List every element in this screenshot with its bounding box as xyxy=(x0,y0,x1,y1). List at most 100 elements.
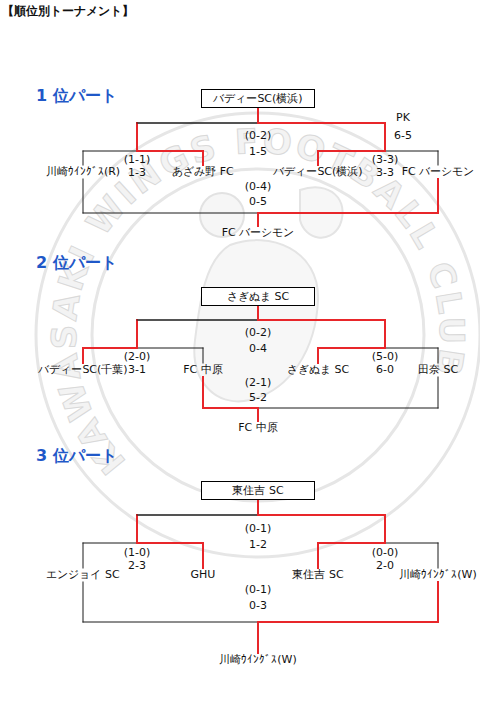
match-score: 3-1 xyxy=(92,363,182,376)
bracket-line xyxy=(83,543,137,544)
match-score: (2-1) xyxy=(213,376,303,389)
winner-path xyxy=(437,582,439,622)
team-name: FC 中原 xyxy=(153,363,253,377)
node-text: さぎぬま SC xyxy=(287,363,349,376)
winner-path xyxy=(257,500,259,515)
match-score: (0-2) xyxy=(213,129,303,142)
winner-path xyxy=(136,515,138,543)
bracket-line xyxy=(137,123,258,124)
bracket-line xyxy=(137,515,258,516)
winner-path xyxy=(318,150,385,152)
bracket-connector xyxy=(258,582,438,653)
team-name: さぎぬま SC xyxy=(268,363,368,377)
team-name: 川崎ｳｲﾝｸﾞｽ(W) xyxy=(388,568,480,582)
winner-path xyxy=(317,543,319,568)
match-score: 0-5 xyxy=(213,195,303,208)
node-text: FC 中原 xyxy=(183,363,223,376)
bracket-connector xyxy=(137,306,258,363)
match-score: 1-3 xyxy=(92,166,182,179)
node-text: バディーSC(横浜) xyxy=(213,92,302,105)
winner-path xyxy=(257,108,259,123)
winner-path xyxy=(257,500,259,515)
bracket-line xyxy=(83,543,84,568)
match-score: (0-0) xyxy=(340,546,430,559)
bracket-connector xyxy=(83,582,258,653)
winner-path xyxy=(202,543,204,568)
node-text: バディーSC(千葉) xyxy=(38,363,127,376)
node-text: FC 中原 xyxy=(238,421,278,434)
winner-path xyxy=(257,408,259,421)
winner-path xyxy=(437,179,439,213)
bracket-line xyxy=(83,151,84,165)
winner-path xyxy=(317,151,319,165)
bracket-connector xyxy=(83,179,258,226)
bracket-connector xyxy=(137,500,258,568)
winner-path xyxy=(258,212,438,214)
bracket-line xyxy=(137,123,258,124)
winner-path xyxy=(258,621,438,623)
winner-path xyxy=(202,377,204,408)
team-name: 川崎ｳｲﾝｸﾞｽ(R) xyxy=(33,165,133,179)
winner-path xyxy=(257,108,259,123)
bracket-line xyxy=(137,348,203,349)
match-score: (0-1) xyxy=(213,522,303,535)
bracket-connector xyxy=(258,306,385,363)
winner-path xyxy=(257,213,259,226)
bracket-line xyxy=(83,213,258,214)
winner-path xyxy=(202,151,204,165)
match-score: (0-1) xyxy=(213,583,303,596)
winner-box: 東住吉 SC xyxy=(201,481,315,500)
match-score: 2-3 xyxy=(92,559,182,572)
winner-path xyxy=(136,320,138,348)
winner-path xyxy=(384,320,386,348)
winner-path xyxy=(317,348,319,363)
bracket-line xyxy=(258,408,438,409)
winner-path xyxy=(258,514,385,516)
node-text: 東住吉 SC xyxy=(292,568,343,581)
winner-path xyxy=(384,515,386,543)
winner-path xyxy=(258,122,385,124)
node-text: あざみ野 FC xyxy=(172,165,234,178)
match-score: PK xyxy=(358,111,448,124)
third-place-result: 川崎ｳｲﾝｸﾞｽ(W) xyxy=(188,653,328,667)
bracket-connector xyxy=(83,500,258,568)
winner-path xyxy=(257,108,259,123)
node-text: FC バーシモン xyxy=(222,226,295,239)
match-score: 6-0 xyxy=(340,363,430,376)
bracket-line xyxy=(385,543,438,544)
bracket-line xyxy=(83,622,258,623)
bracket-line xyxy=(83,582,84,622)
winner-path xyxy=(318,347,385,349)
third-place-result: FC バーシモン xyxy=(188,226,328,240)
bracket-line xyxy=(438,377,439,408)
match-score: (0-4) xyxy=(213,180,303,193)
winner-path xyxy=(83,347,137,349)
bracket-connector xyxy=(258,179,438,226)
bracket-line xyxy=(83,179,84,213)
node-text: さぎぬま SC xyxy=(227,290,289,303)
bracket-line xyxy=(137,515,258,516)
winner-path xyxy=(257,306,259,320)
winner-path xyxy=(136,123,138,151)
node-text: GHU xyxy=(191,568,216,581)
bracket-connector xyxy=(258,500,438,568)
winner-path xyxy=(257,306,259,320)
winner-path xyxy=(257,108,259,123)
part-heading: 3 位パート xyxy=(36,446,117,466)
winner-path xyxy=(257,306,259,320)
node-text: 川崎ｳｲﾝｸﾞｽ(W) xyxy=(399,568,476,581)
bracket-connector xyxy=(137,108,258,165)
match-score: (1-0) xyxy=(92,546,182,559)
match-score: (2-0) xyxy=(92,350,182,363)
winner-path xyxy=(257,408,259,421)
bracket-connector xyxy=(258,500,385,568)
bracket-line xyxy=(137,320,258,321)
match-score: 2-0 xyxy=(340,559,430,572)
node-text: 東住吉 SC xyxy=(232,484,283,497)
match-score: (5-0) xyxy=(340,350,430,363)
match-score: 0-4 xyxy=(213,342,303,355)
winner-box: バディーSC(横浜) xyxy=(201,89,315,108)
winner-path xyxy=(258,514,385,516)
bracket-line xyxy=(438,151,439,165)
